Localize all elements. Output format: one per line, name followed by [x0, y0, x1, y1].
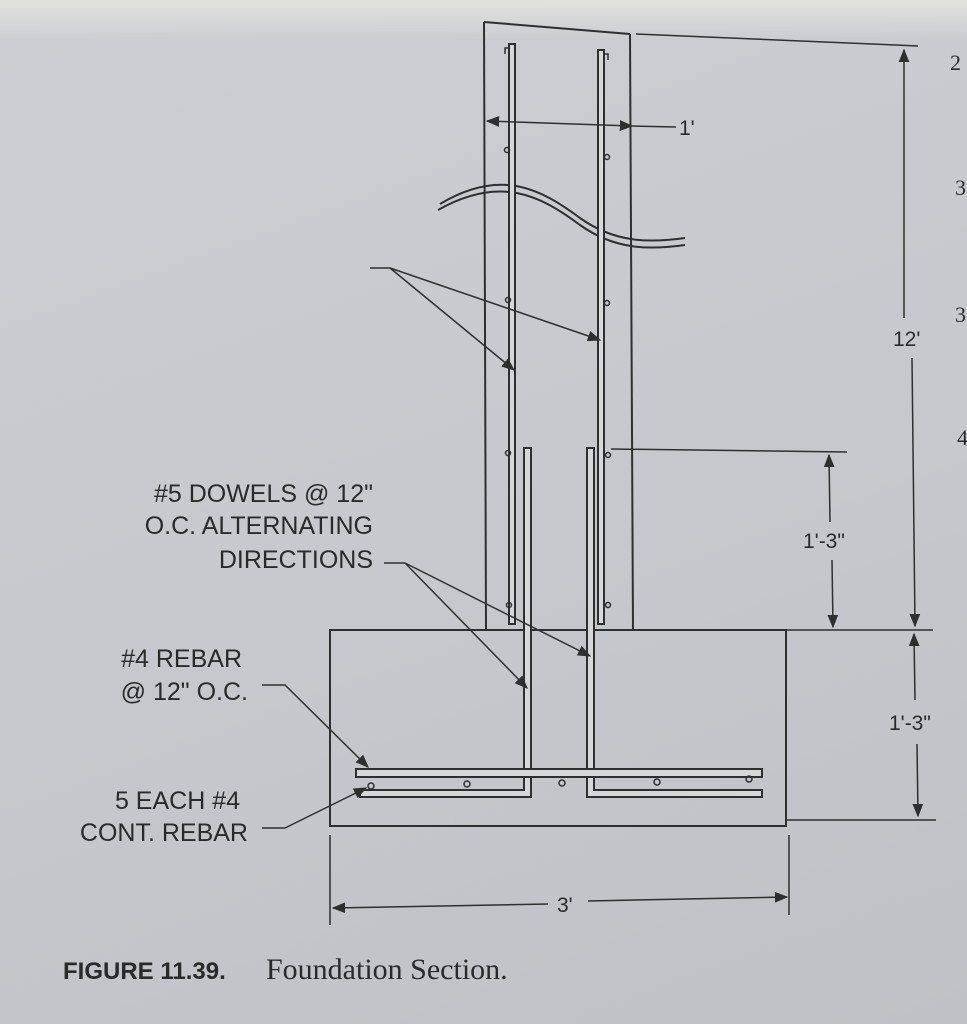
cont-rebar-label-line1: 5 EACH #4	[115, 787, 240, 815]
caption-title: Foundation Section.	[266, 953, 508, 986]
footing-width-dimension: 3'	[329, 835, 790, 925]
rebar-callout: #4 REBAR @ 12" O.C.	[121, 645, 248, 706]
figure-caption: FIGURE 11.39. Foundation Section.	[63, 953, 508, 986]
wall-rebar-left	[504, 43, 516, 625]
rebar-label-line2: @ 12" O.C.	[121, 678, 248, 706]
edge-mark-2: 3	[955, 175, 966, 200]
wall-height-dimension: 12'	[635, 33, 920, 628]
dowels-label-line3: DIRECTIONS	[219, 546, 373, 574]
wall-rebar-leader	[370, 267, 602, 371]
cont-rebar-callout: 5 EACH #4 CONT. REBAR	[80, 787, 248, 847]
edge-mark-3: 3	[955, 302, 966, 327]
dowel-lap-dimension: 1'-3"	[610, 448, 848, 629]
page-edge-marks: 2 3 3 4	[950, 50, 967, 450]
dowel-lap-label: 1'-3"	[803, 530, 845, 553]
edge-mark-1: 2	[950, 50, 961, 75]
rebar-label-line1: #4 REBAR	[121, 645, 242, 673]
caption-figure-number: FIGURE 11.39.	[63, 958, 226, 985]
horizontal-bar-dots	[503, 146, 612, 609]
cont-rebar-label-line2: CONT. REBAR	[80, 819, 248, 847]
footing-width-label: 3'	[557, 894, 573, 917]
dowels-callout: #5 DOWELS @ 12" O.C. ALTERNATING DIRECTI…	[145, 480, 373, 574]
dowels-label-line1: #5 DOWELS @ 12"	[154, 480, 373, 508]
dowel-left	[359, 447, 532, 798]
dowels-label-line2: O.C. ALTERNATING	[145, 512, 373, 540]
break-line	[437, 183, 686, 249]
cont-rebar-leader	[262, 787, 368, 829]
footing-depth-label: 1'-3"	[889, 712, 931, 735]
wall-thickness-dimension: 1'	[485, 116, 695, 140]
wall-height-label: 12'	[893, 328, 920, 351]
edge-mark-4: 4	[957, 425, 967, 450]
footing-depth-dimension: 1'-3"	[787, 632, 936, 821]
wall	[483, 21, 634, 631]
dowels-leader	[384, 562, 592, 689]
transverse-rebar	[355, 768, 763, 778]
wall-thickness-label: 1'	[679, 117, 695, 140]
dowel-right	[586, 447, 763, 798]
footing	[329, 629, 787, 827]
wall-rebar-right	[597, 49, 609, 625]
continuous-rebar-dots	[367, 775, 753, 790]
rebar-leader	[262, 684, 369, 768]
